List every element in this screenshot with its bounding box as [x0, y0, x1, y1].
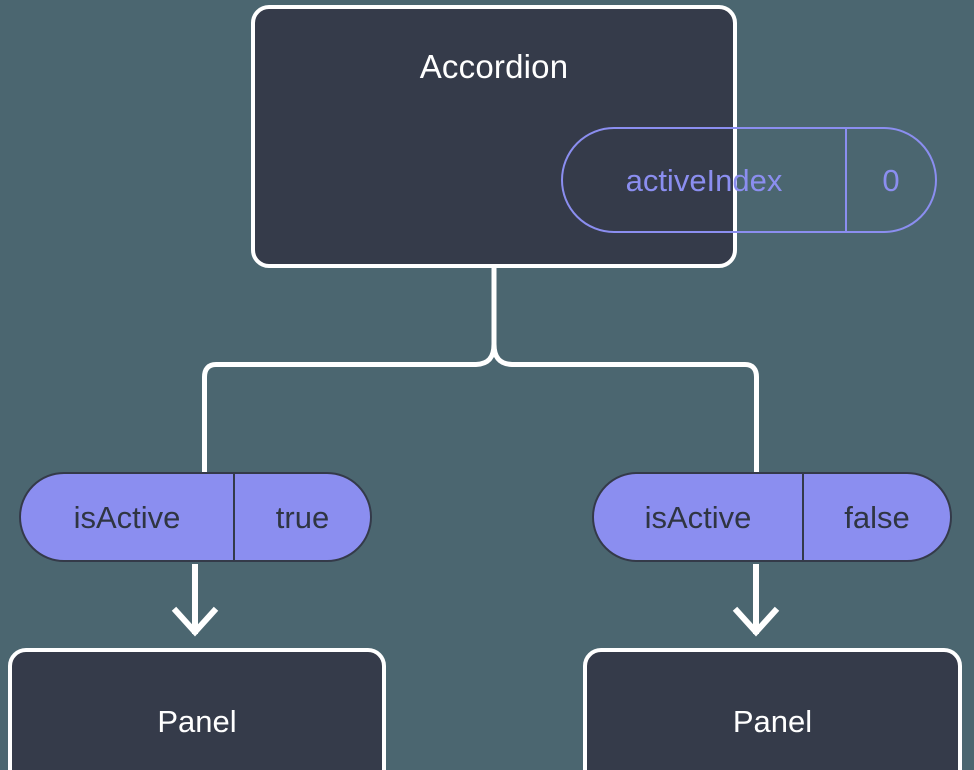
accordion-component-node[interactable]: Accordion activeIndex 0 — [251, 5, 937, 268]
prop-pill-key: isActive — [644, 499, 752, 535]
state-pill-active-index[interactable]: activeIndex 0 — [561, 127, 937, 233]
state-pill-value: 0 — [845, 129, 935, 231]
prop-pill-value: false — [802, 474, 950, 560]
prop-pill-is-active-true[interactable]: isActive true — [19, 472, 372, 562]
prop-pill-is-active-false[interactable]: isActive false — [592, 472, 952, 562]
panel-title: Panel — [732, 703, 813, 739]
state-pill-key: activeIndex — [625, 162, 783, 198]
prop-pill-key: isActive — [73, 499, 181, 535]
panel-component-node-right[interactable]: Panel — [583, 648, 962, 770]
accordion-title: Accordion — [419, 48, 569, 85]
prop-pill-value: true — [233, 474, 370, 560]
panel-title: Panel — [157, 703, 237, 739]
panel-component-node-left[interactable]: Panel — [8, 648, 386, 770]
